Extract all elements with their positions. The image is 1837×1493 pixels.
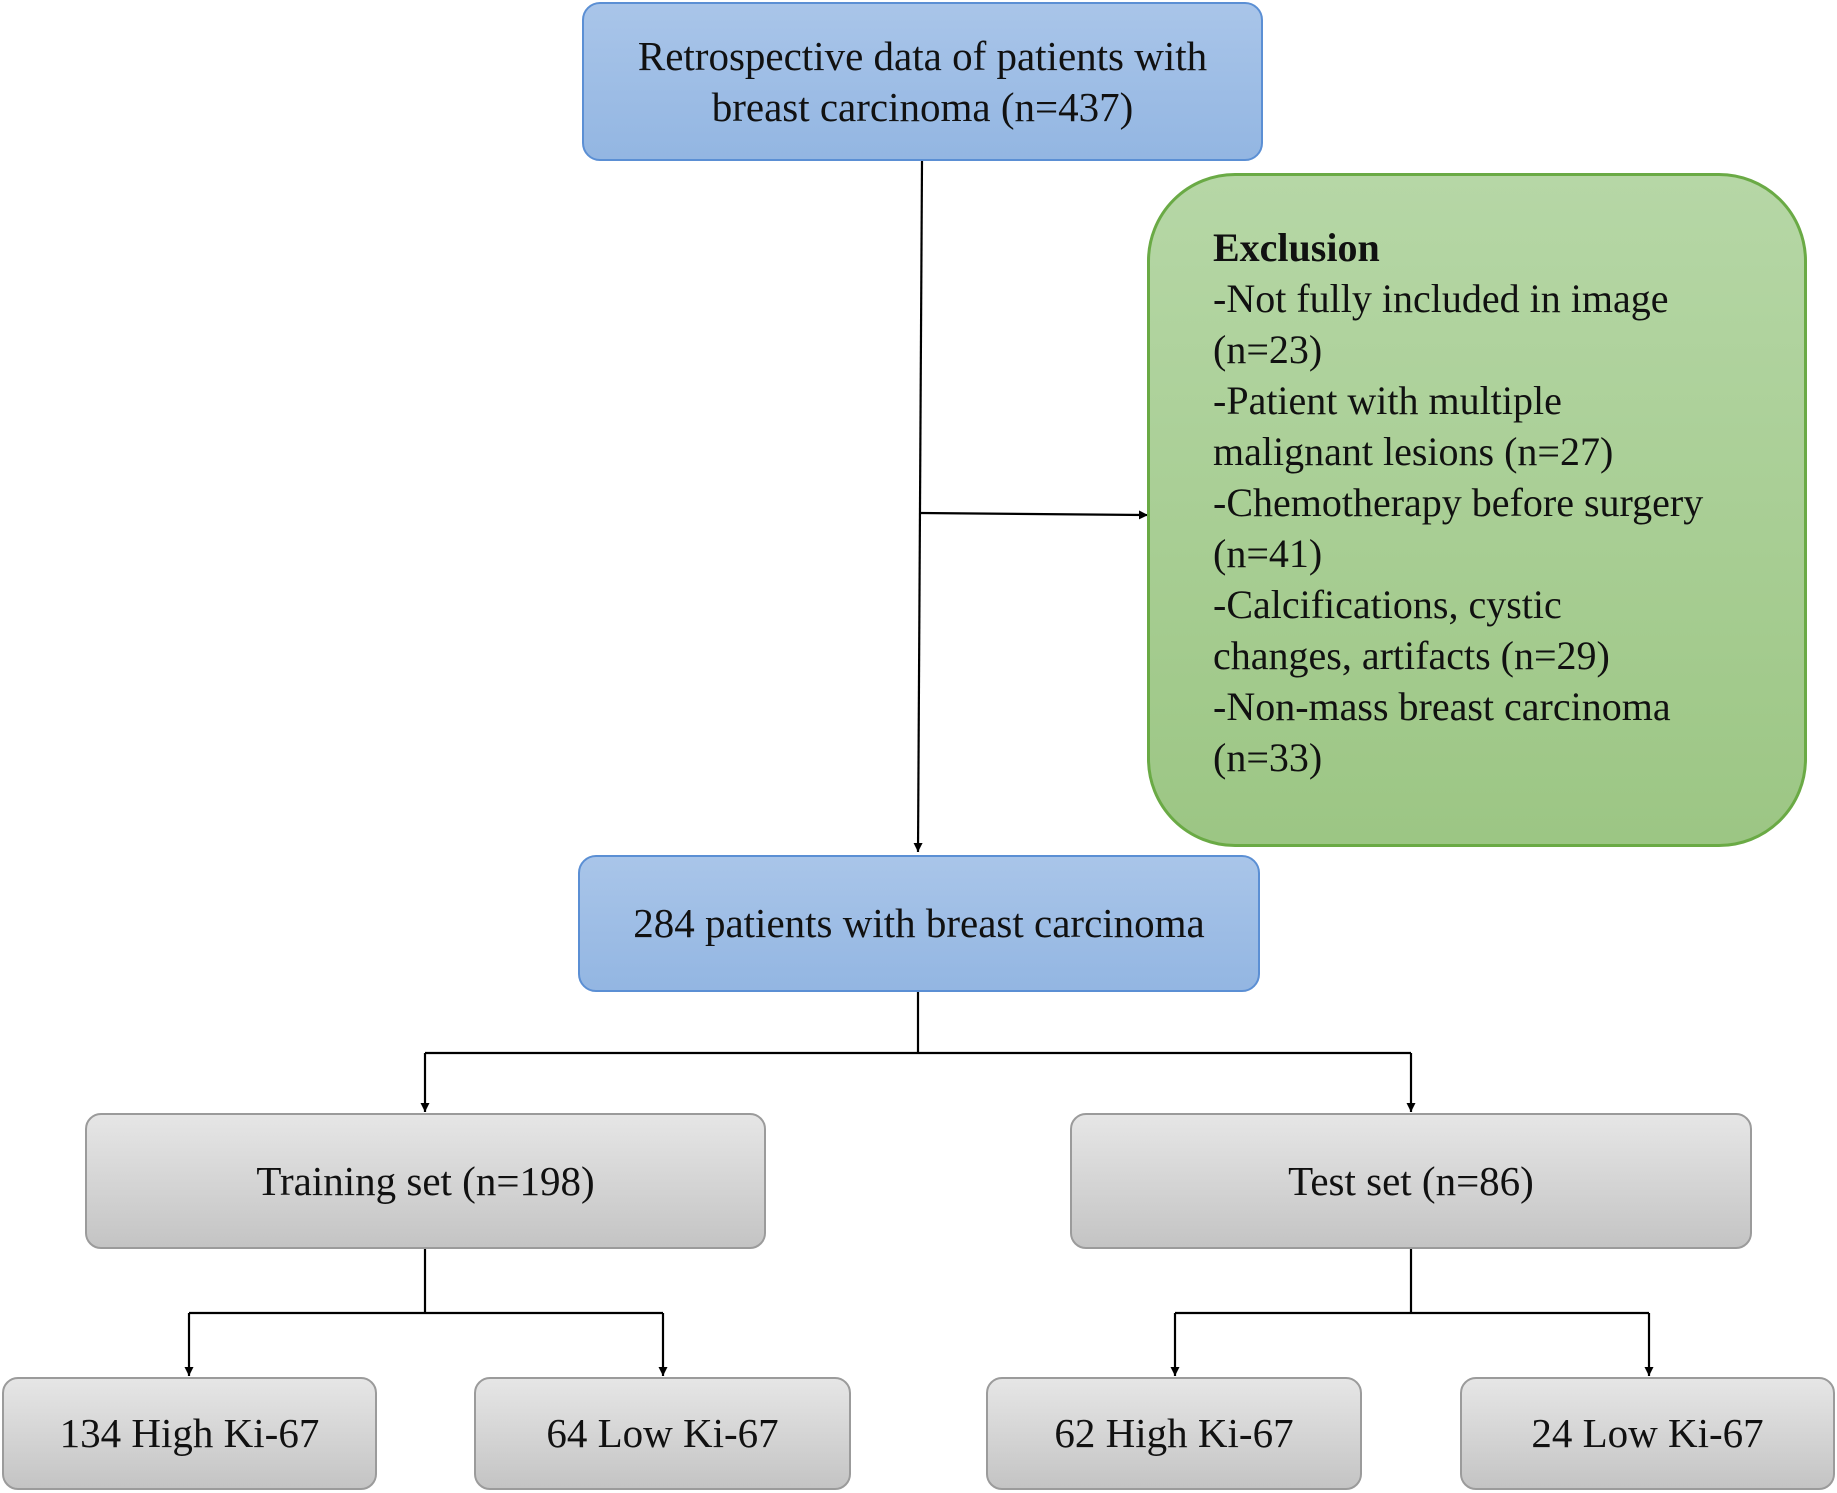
exclusion-node: Exclusion -Not fully included in image (… [1147,173,1807,847]
test-set-node: Test set (n=86) [1070,1113,1752,1249]
exclusion-line: -Patient with multiple [1213,378,1562,423]
source-node: Retrospective data of patients with brea… [582,2,1263,161]
source-node-label: Retrospective data of patients with brea… [637,33,1208,130]
training-set-node: Training set (n=198) [85,1113,766,1249]
exclusion-line: -Calcifications, cystic [1213,582,1562,627]
exclusion-line: -Non-mass breast carcinoma [1213,684,1671,729]
training-low-node: 64 Low Ki-67 [474,1377,851,1490]
included-node: 284 patients with breast carcinoma [578,855,1260,992]
training-high-label: 134 High Ki-67 [59,1410,320,1457]
exclusion-line: (n=41) [1213,531,1323,576]
included-node-label: 284 patients with breast carcinoma [633,900,1205,947]
test-low-label: 24 Low Ki-67 [1531,1410,1764,1457]
exclusion-line: changes, artifacts (n=29) [1213,633,1610,678]
exclusion-line: (n=23) [1213,327,1323,372]
training-low-label: 64 Low Ki-67 [546,1410,779,1457]
arrow-source-to-included [913,160,924,853]
exclusion-line: malignant lesions (n=27) [1213,429,1614,474]
exclusion-line: -Chemotherapy before surgery [1213,480,1704,525]
exclusion-title: Exclusion [1213,225,1380,270]
training-set-label: Training set (n=198) [256,1157,595,1204]
test-high-node: 62 High Ki-67 [986,1377,1362,1490]
test-high-label: 62 High Ki-67 [1054,1410,1294,1457]
arrow-to-exclusion [919,510,1149,520]
training-high-node: 134 High Ki-67 [2,1377,377,1490]
test-low-node: 24 Low Ki-67 [1460,1377,1835,1490]
exclusion-line: (n=33) [1213,735,1323,780]
test-set-label: Test set (n=86) [1288,1157,1534,1204]
exclusion-line: -Not fully included in image [1213,276,1669,321]
